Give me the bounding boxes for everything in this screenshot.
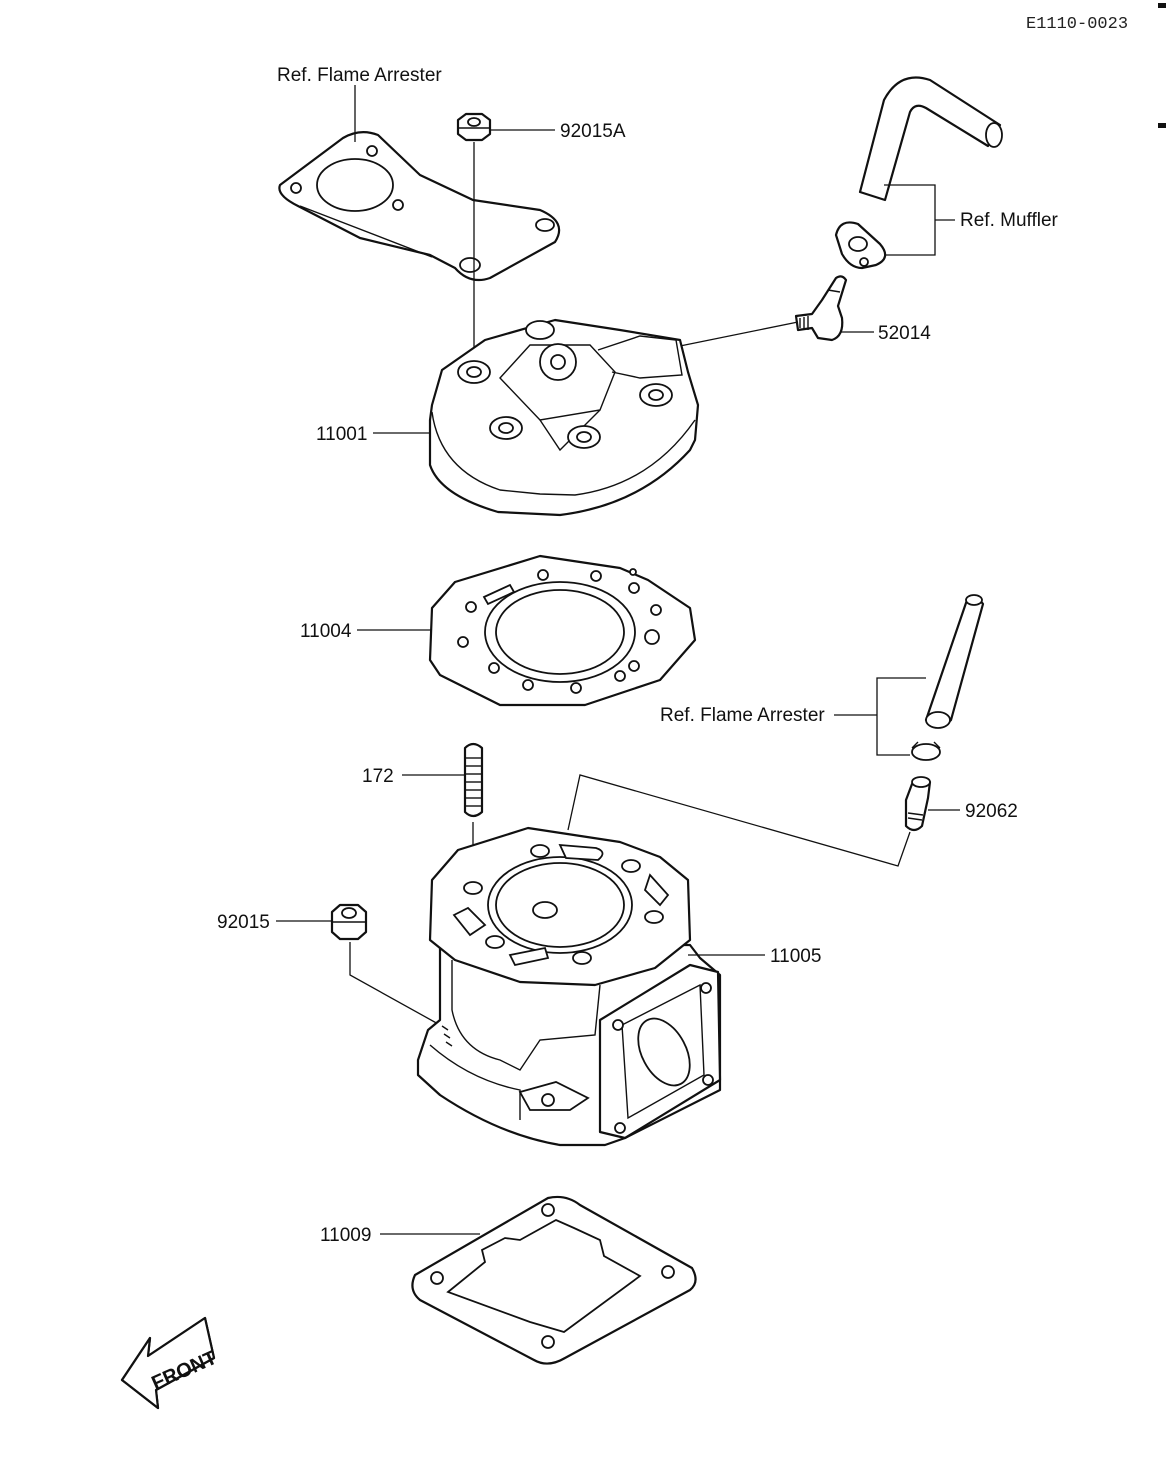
part-label-11001: 11001 [316, 424, 367, 445]
cylinder-head-11001 [428, 318, 700, 517]
part-label-92015A: 92015A [560, 121, 626, 142]
part-label-11009: 11009 [320, 1225, 371, 1246]
ref-muffler-label: Ref. Muffler [960, 210, 1059, 231]
part-label-92015: 92015 [217, 912, 270, 933]
flange-nut-92015A [456, 112, 492, 142]
edge-mark [1158, 123, 1166, 128]
flame-arrester-hose [924, 594, 985, 729]
page-code: E1110-0023 [1026, 15, 1128, 34]
part-label-92062: 92062 [965, 801, 1018, 822]
elbow-fitting-52014 [794, 275, 848, 342]
flame-arrester-bracket [278, 131, 561, 282]
leader-line [349, 942, 441, 1026]
leader-line [567, 774, 911, 867]
ref-flame-arrester-label-mid: Ref. Flame Arrester [660, 705, 825, 726]
muffler-hose [858, 76, 1003, 202]
edge-mark [1158, 3, 1166, 8]
part-label-11005: 11005 [770, 946, 821, 967]
bracket-line [884, 184, 936, 256]
hose-clip [911, 741, 941, 761]
nipple-92062 [904, 776, 932, 832]
part-label-11004: 11004 [300, 621, 352, 642]
flange-nut-92015 [330, 903, 368, 941]
cylinder-11005 [416, 826, 722, 1147]
part-label-52014: 52014 [878, 323, 931, 344]
head-gasket-11004 [428, 554, 697, 707]
part-label-172: 172 [362, 766, 394, 787]
base-gasket-11009 [411, 1195, 697, 1365]
stud-172 [463, 742, 484, 818]
leader-line [679, 321, 799, 347]
front-direction-arrow: FRONT [120, 1316, 220, 1410]
bracket-line [876, 677, 926, 756]
hose-clamp [834, 221, 887, 270]
ref-flame-arrester-label-top: Ref. Flame Arrester [277, 65, 442, 86]
